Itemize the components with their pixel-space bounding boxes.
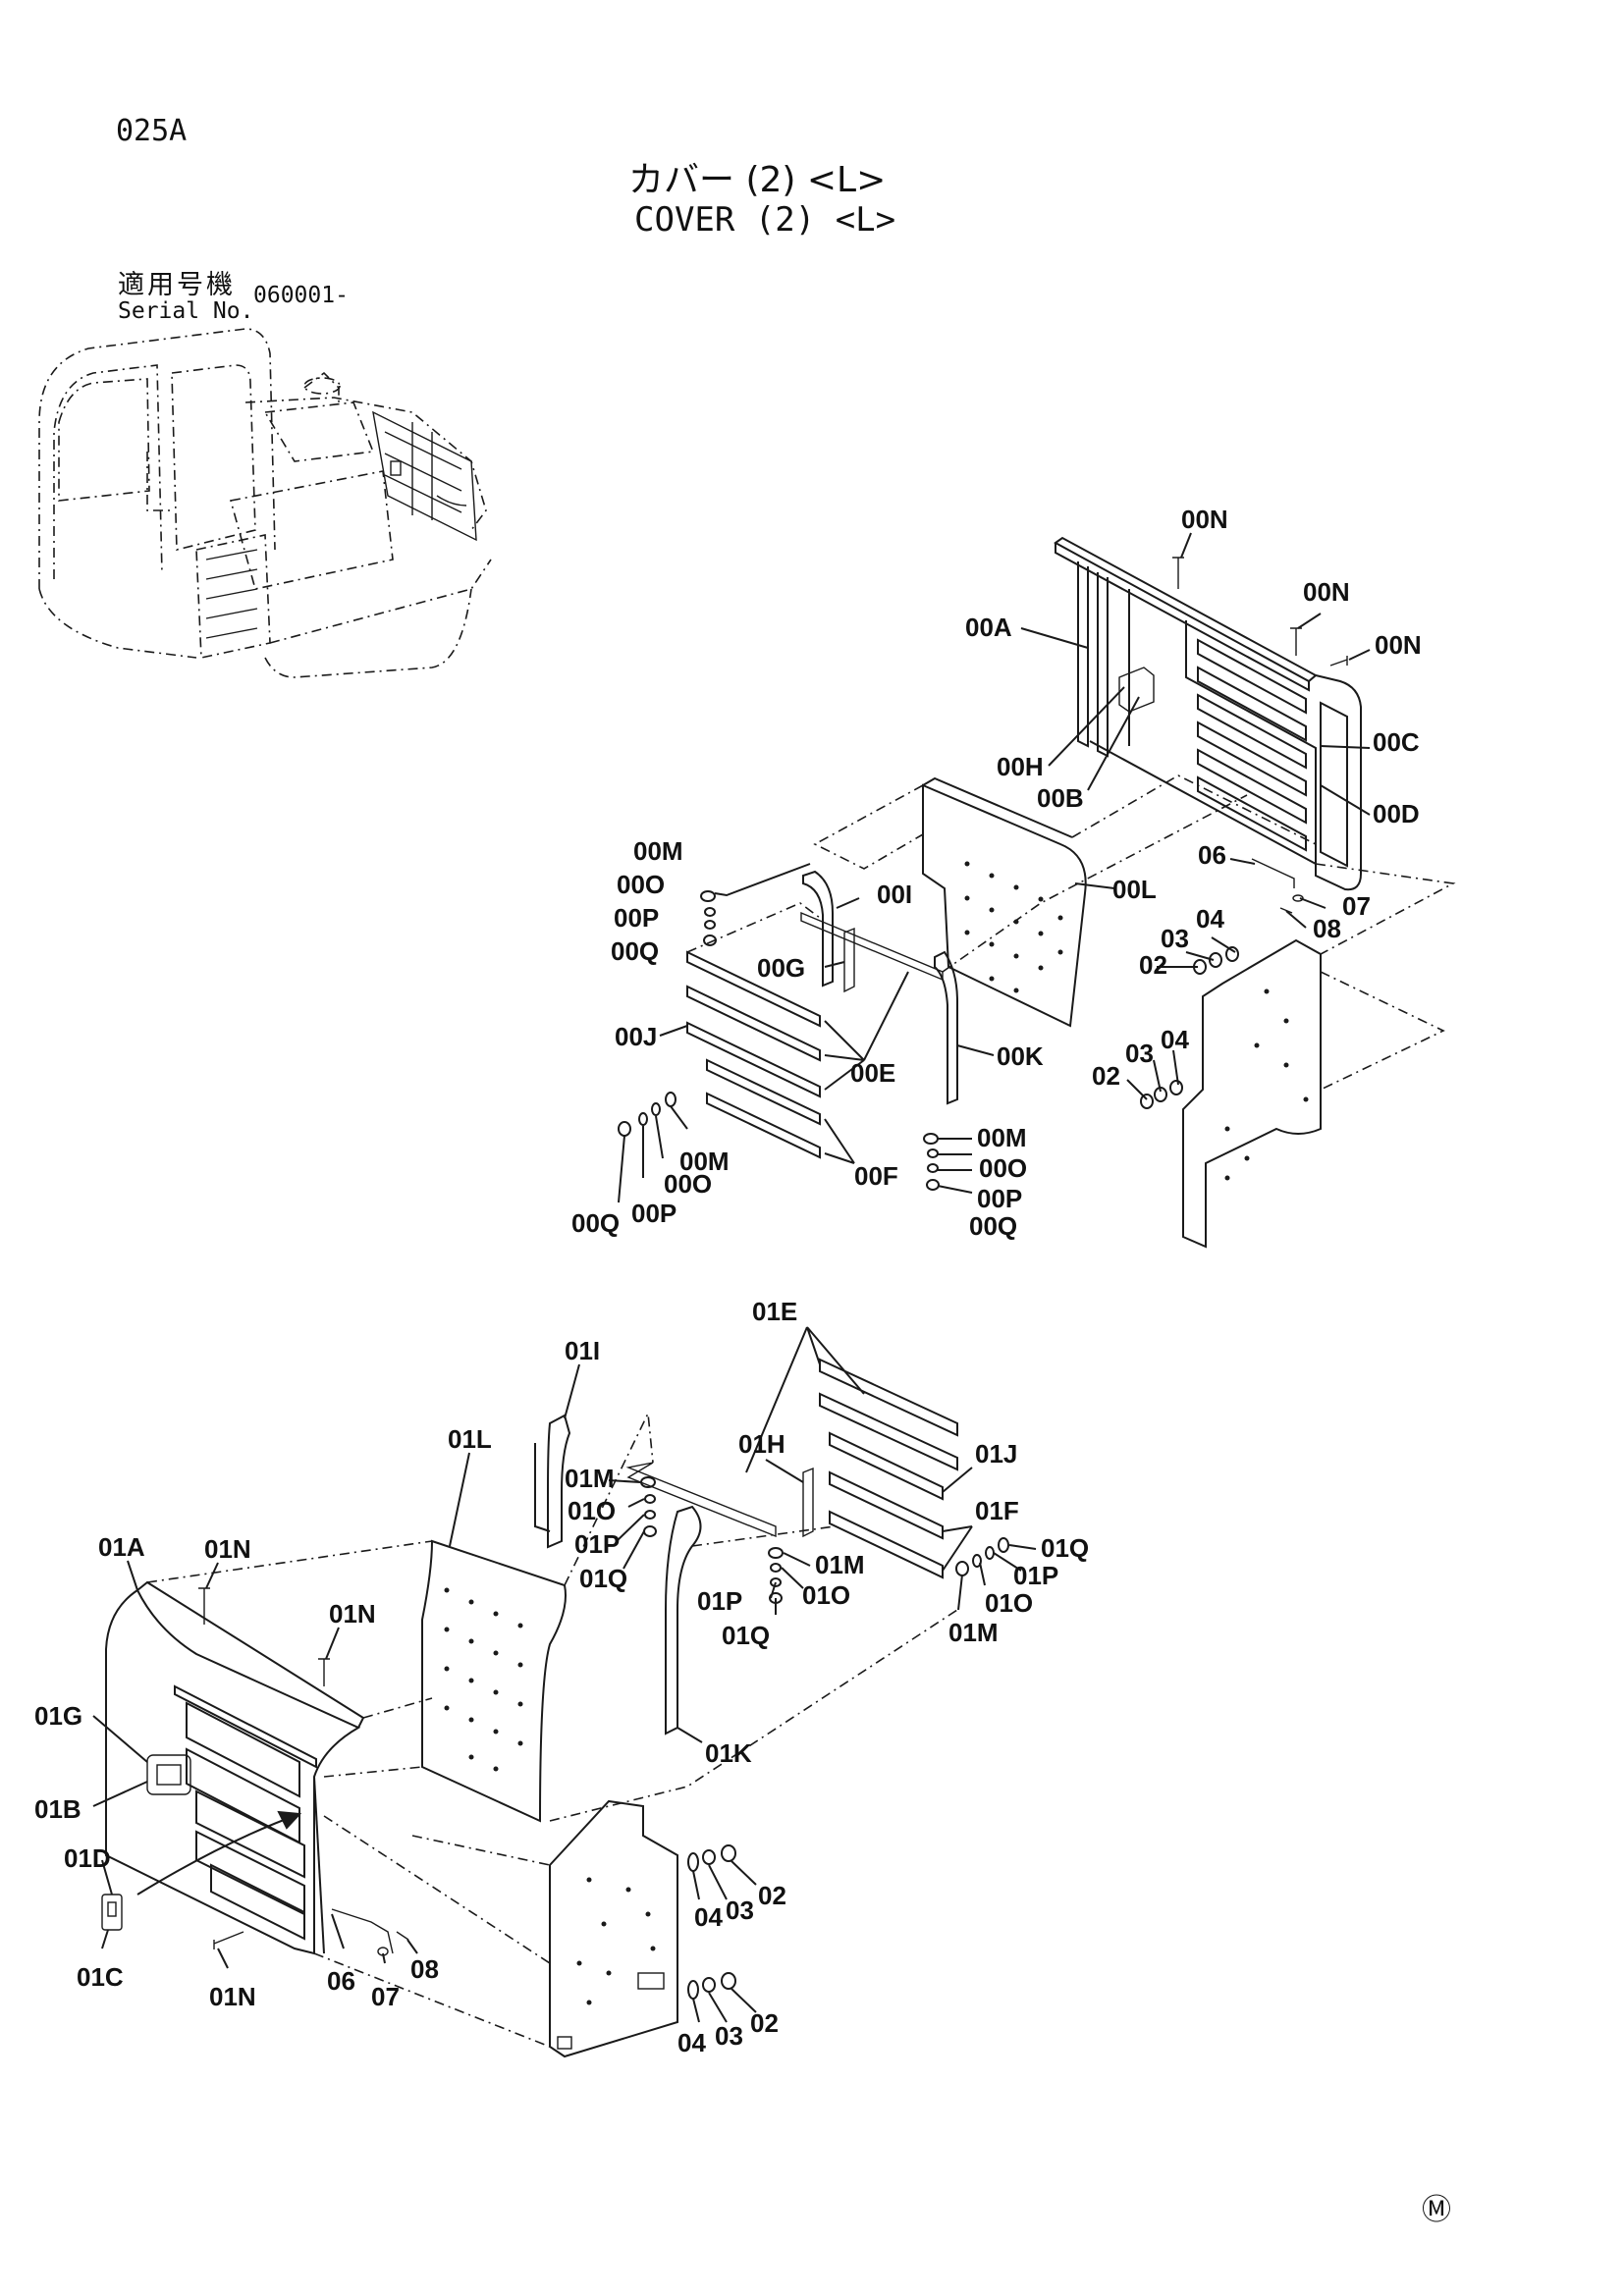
callout-01m: 01M	[948, 1618, 999, 1647]
serial-label: Serial No.	[118, 298, 254, 324]
page-title: COVER (2) <L>	[634, 200, 896, 240]
callout-04: 04	[1161, 1025, 1189, 1054]
washer-set-01	[640, 1476, 1009, 1604]
serial-label-japanese: 適用号機	[118, 270, 236, 300]
callout-01e: 01E	[752, 1297, 797, 1326]
perforation-holes-01l	[444, 1587, 523, 1772]
callout-01q: 01Q	[1041, 1533, 1089, 1563]
callout-01j: 01J	[975, 1439, 1017, 1468]
callout-00b: 00B	[1037, 783, 1084, 813]
callout-01q: 01Q	[579, 1564, 627, 1593]
callout-01g: 01G	[34, 1701, 82, 1731]
callout-03: 03	[1161, 924, 1189, 953]
callout-01o: 01O	[985, 1588, 1033, 1618]
callout-06: 06	[1198, 840, 1226, 870]
callout-00g: 00G	[757, 953, 805, 983]
callout-00p: 00P	[614, 903, 659, 933]
callout-04: 04	[694, 1902, 723, 1932]
page-code: 025A	[116, 114, 188, 148]
callout-02: 02	[750, 2008, 779, 2038]
callout-04: 04	[677, 2028, 706, 2057]
callout-01f: 01F	[975, 1496, 1019, 1525]
callout-labels: 00N 00N 00N 00A 00C 00D 00H 00B 00M 00O …	[34, 505, 1422, 2057]
callout-00n: 00N	[1303, 577, 1350, 607]
callout-02: 02	[1092, 1061, 1120, 1091]
callout-01c: 01C	[77, 1962, 124, 1992]
callout-06: 06	[327, 1966, 355, 1996]
callout-00j: 00J	[615, 1022, 657, 1051]
callout-00q: 00Q	[571, 1208, 620, 1238]
callout-00d: 00D	[1373, 799, 1420, 828]
callout-01n: 01N	[209, 1982, 256, 2011]
callout-00a: 00A	[965, 613, 1012, 642]
callout-00e: 00E	[850, 1058, 895, 1088]
callout-00m: 00M	[977, 1123, 1027, 1152]
callout-03: 03	[726, 1896, 754, 1925]
callout-00f: 00F	[854, 1161, 898, 1191]
mounting-holes-side-panel-00	[1224, 988, 1309, 1181]
mounting-holes-side-panel-01	[576, 1877, 656, 2005]
callout-01o: 01O	[568, 1496, 616, 1525]
callout-08: 08	[410, 1954, 439, 1984]
callout-00i: 00I	[877, 880, 912, 909]
callout-00k: 00K	[997, 1041, 1044, 1071]
callout-00p: 00P	[631, 1199, 677, 1228]
callout-01d: 01D	[64, 1843, 111, 1873]
footer-mark: Ⓜ	[1422, 2193, 1451, 2227]
callout-00h: 00H	[997, 752, 1044, 781]
page-title-japanese: カバー (2) <L>	[628, 160, 887, 200]
callout-00q: 00Q	[611, 936, 659, 966]
callout-07: 07	[1342, 891, 1371, 921]
callout-01p: 01P	[697, 1586, 742, 1616]
callout-00p: 00P	[977, 1184, 1022, 1213]
callout-00n: 00N	[1181, 505, 1228, 534]
callout-00l: 00L	[1112, 875, 1157, 904]
callout-01l: 01L	[448, 1424, 492, 1454]
callout-07: 07	[371, 1982, 400, 2011]
callout-00n: 00N	[1375, 630, 1422, 660]
callout-01h: 01H	[738, 1429, 785, 1459]
serial-number-range: 060001-	[253, 283, 349, 308]
callout-00o: 00O	[617, 870, 665, 899]
callout-01i: 01I	[565, 1336, 600, 1365]
callout-03: 03	[715, 2021, 743, 2051]
callout-02: 02	[1139, 950, 1167, 980]
callout-01p: 01P	[1013, 1561, 1058, 1590]
callout-01k: 01K	[705, 1738, 752, 1768]
callout-00c: 00C	[1373, 727, 1420, 757]
callout-02: 02	[758, 1881, 786, 1910]
machine-overview-illustration	[38, 328, 492, 678]
callout-04: 04	[1196, 904, 1224, 934]
callout-00m: 00M	[679, 1147, 730, 1176]
callout-08: 08	[1313, 914, 1341, 943]
callout-01n: 01N	[204, 1534, 251, 1564]
callout-01o: 01O	[802, 1580, 850, 1610]
callout-00o: 00O	[664, 1169, 712, 1199]
callout-01n: 01N	[329, 1599, 376, 1629]
lower-assembly-01	[92, 1326, 1037, 2058]
callout-00q: 00Q	[969, 1211, 1017, 1241]
callout-01p: 01P	[574, 1529, 620, 1559]
upper-assembly-00	[618, 532, 1456, 1249]
callout-01m: 01M	[815, 1550, 865, 1579]
callout-00o: 00O	[979, 1153, 1027, 1183]
perforation-holes-00l	[964, 861, 1063, 993]
callout-01a: 01A	[98, 1532, 145, 1562]
callout-03: 03	[1125, 1039, 1154, 1068]
callout-01b: 01B	[34, 1794, 81, 1824]
callout-01q: 01Q	[722, 1621, 770, 1650]
callout-00m: 00M	[633, 836, 683, 866]
callout-01m: 01M	[565, 1464, 615, 1493]
